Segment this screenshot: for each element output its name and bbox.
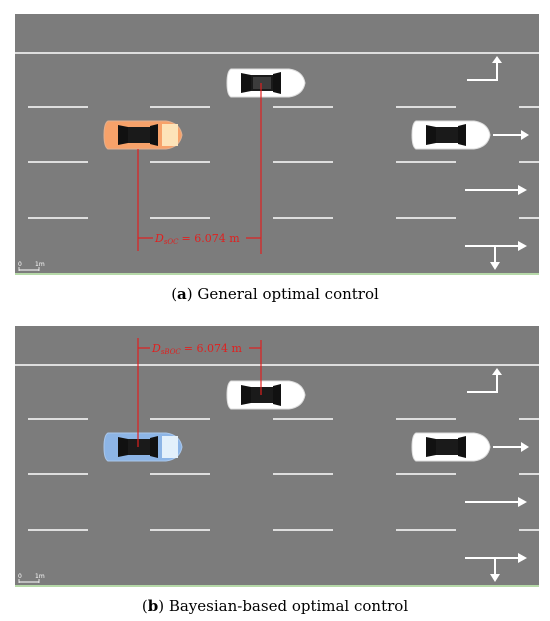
road-scene-b: DsBOC= 6.074 m 0 1m [15,326,539,587]
straight-right-arrow-icon [467,56,502,81]
right-arrow-icon [493,130,529,140]
panel-bayesian-optimal-control: DsBOC= 6.074 m 0 1m [15,326,539,587]
panel-general-optimal-control: DsOC= 6.074 m 0 1m [15,14,539,275]
svg-text:0: 0 [18,573,22,580]
right-car-white [411,432,491,462]
scale-bar: 0 1m [18,573,45,583]
straight-arrow-icon [465,497,527,507]
right-arrow-icon [493,442,529,452]
lead-car-white [226,380,306,410]
straight-down-arrow-icon [465,553,527,582]
lane-markings [28,106,539,219]
road-edge-grass [15,585,539,587]
svg-text:1m: 1m [35,261,45,268]
caption-a: (a) General optimal control [171,285,379,303]
distance-label: DsBOC= 6.074 m [151,342,242,356]
road-scene-a: DsOC= 6.074 m 0 1m [15,14,539,275]
distance-measure [137,83,262,254]
straight-down-arrow-icon [465,241,527,270]
road-edge-grass [15,273,539,275]
straight-arrow-icon [465,185,527,195]
lead-car-white [226,68,306,98]
caption-b: (b) Bayesian-based optimal control [141,597,409,615]
scale-bar: 0 1m [18,261,45,271]
subject-car-orange [103,120,183,150]
distance-label: DsOC= 6.074 m [154,232,240,246]
distance-measure [137,338,262,447]
lane-markings [28,418,539,531]
right-car-white [411,120,491,150]
svg-text:0: 0 [18,261,22,268]
subject-car-blue [103,432,183,462]
svg-text:1m: 1m [35,573,45,580]
straight-right-arrow-icon [467,368,502,393]
